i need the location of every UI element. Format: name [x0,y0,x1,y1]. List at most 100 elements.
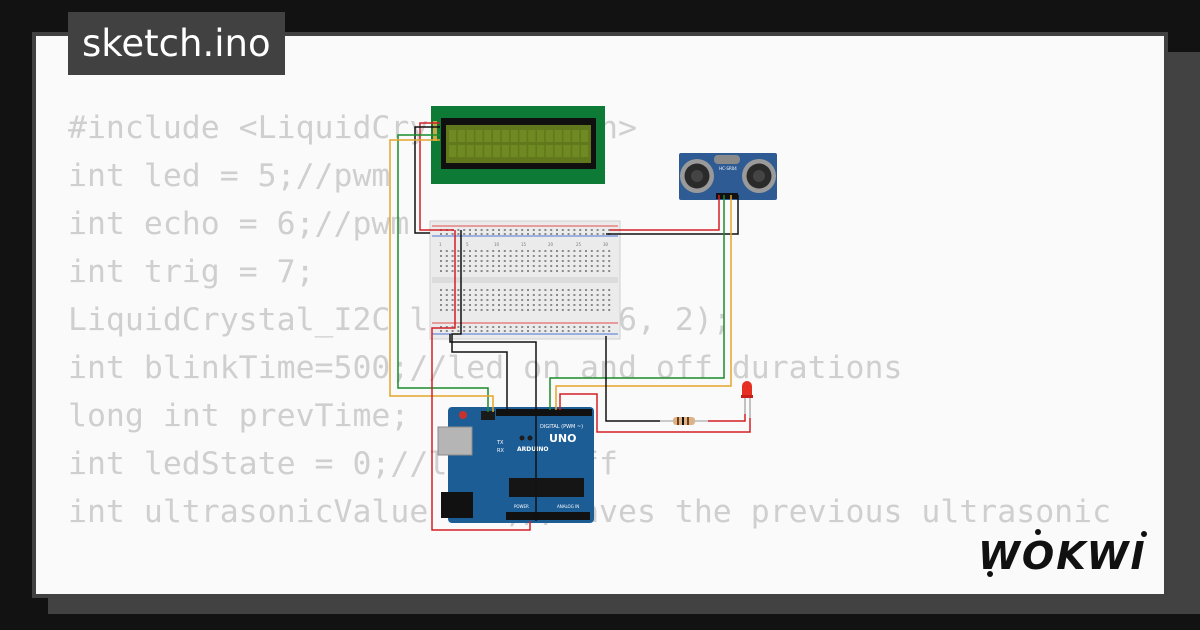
breadboard-col-label: 25 [576,242,582,247]
breadboard-hole [503,304,506,306]
breadboard-hole [463,260,466,262]
lcd-char-cell [563,130,571,142]
breadboard-hole [480,304,483,306]
breadboard-hole [440,294,442,296]
breadboard-hole [503,299,506,301]
breadboard-hole [544,233,547,235]
breadboard-hole [451,304,454,306]
breadboard-hole [550,265,553,267]
breadboard-hole [532,294,535,296]
breadboard-hole [596,270,599,272]
breadboard-hole [492,233,495,235]
breadboard-hole [556,309,558,311]
breadboard-hole [515,260,518,262]
breadboard-hole [573,255,576,257]
breadboard-hole [440,326,442,328]
wire-red [419,122,454,231]
breadboard-hole [585,326,587,328]
breadboard-hole [538,309,541,311]
breadboard-hole [440,304,442,306]
lcd-char-cell [510,145,518,157]
breadboard-col-label: 5 [466,242,469,247]
arduino-uno: DIGITAL (PWM ~) UNO ARDUINO TX RX POWER … [437,407,594,523]
breadboard-hole [608,229,611,231]
breadboard-hole [445,299,448,301]
breadboard-hole [532,229,535,231]
lcd-char-cell [493,145,501,157]
breadboard-hole [503,289,506,291]
lcd-char-cell [501,145,509,157]
breadboard-hole [498,255,500,257]
breadboard-hole [492,260,495,262]
breadboard-hole [561,270,564,272]
lcd-char-cell [466,130,474,142]
breadboard-hole [608,250,611,252]
lcd-display [431,106,605,184]
wire-black [451,230,508,410]
breadboard-hole [602,289,605,291]
breadboard-hole [498,270,500,272]
breadboard-hole [527,229,529,231]
breadboard-hole [521,330,524,332]
breadboard-col-label: 30 [603,242,609,247]
breadboard-hole [561,265,564,267]
brand-logo-text: WOKWI [978,534,1147,578]
breadboard-hole [469,294,471,296]
breadboard-hole [480,330,483,332]
breadboard-hole [556,294,558,296]
breadboard-hole [579,255,582,257]
breadboard-hole [579,294,582,296]
breadboard-hole [515,265,518,267]
breadboard-hole [503,330,506,332]
breadboard-hole [561,304,564,306]
breadboard-hole [556,233,558,235]
breadboard-hole [561,233,564,235]
breadboard-hole [498,304,500,306]
breadboard-hole [469,255,471,257]
breadboard-hole [579,265,582,267]
lcd-char-cell [457,130,465,142]
sensor-model-label: HC-SR04 [719,166,737,171]
breadboard-hole [469,250,471,252]
breadboard-hole [486,326,489,328]
breadboard-hole [463,270,466,272]
breadboard-hole [602,326,605,328]
breadboard-hole [544,229,547,231]
breadboard-hole [608,330,611,332]
breadboard-col-label: 15 [521,242,527,247]
reset-button [459,411,467,419]
rx-label: RX [497,448,504,454]
breadboard-hole [486,255,489,257]
breadboard-hole [573,265,576,267]
breadboard-hole [509,304,512,306]
breadboard-hole [492,304,495,306]
breadboard-hole [527,250,529,252]
breadboard-hole [457,233,460,235]
breadboard-hole [463,309,466,311]
power-label: POWER [514,504,529,509]
lcd-char-cell [510,130,518,142]
breadboard-hole [585,250,587,252]
tx-label: TX [496,440,504,446]
breadboard-hole [503,309,506,311]
breadboard-hole [474,270,477,272]
breadboard-hole [567,229,570,231]
breadboard-hole [515,233,518,235]
breadboard-hole [440,255,442,257]
wire-red [431,230,531,531]
breadboard-hole [532,250,535,252]
breadboard-hole [503,326,506,328]
breadboard-hole [573,330,576,332]
breadboard-hole [561,294,564,296]
ultrasonic-sensor: HC-SR04 [679,153,777,200]
usb-port [437,426,473,456]
breadboard-hole [474,260,477,262]
breadboard-hole [463,265,466,267]
breadboard-hole [544,294,547,296]
breadboard-hole [480,270,483,272]
breadboard-hole [590,250,593,252]
breadboard-hole [486,309,489,311]
breadboard-hole [480,255,483,257]
breadboard-hole [567,326,570,328]
breadboard-hole [521,255,524,257]
